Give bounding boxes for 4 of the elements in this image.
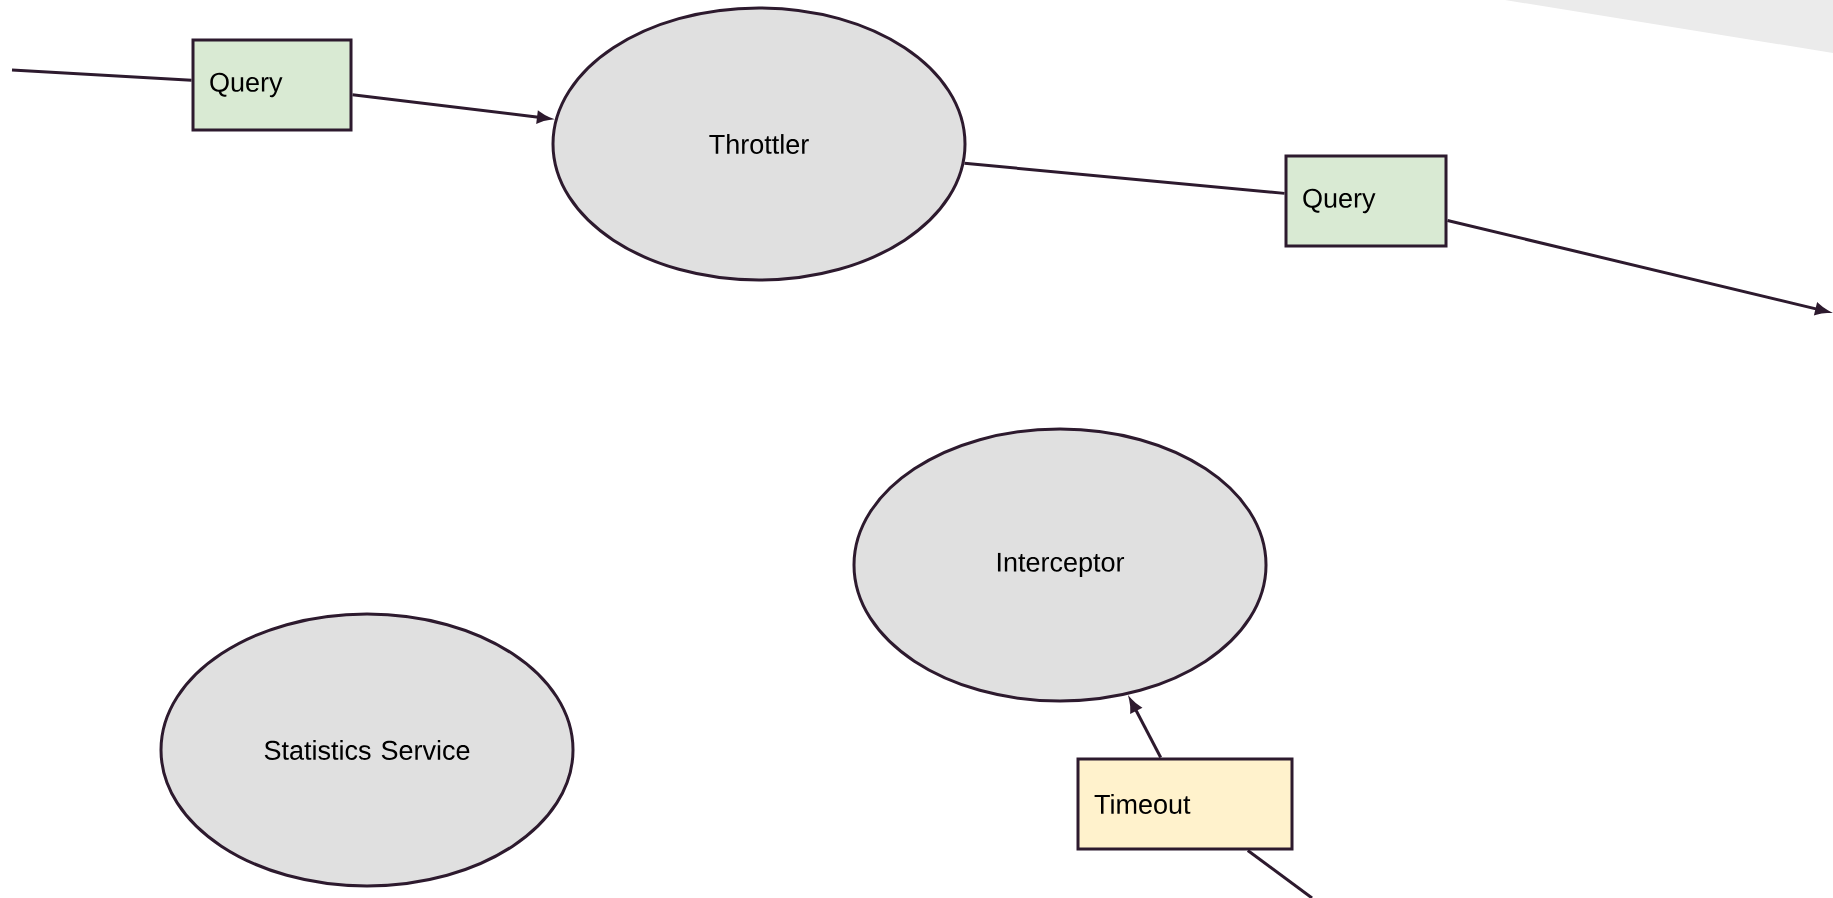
arrow bbox=[1129, 698, 1163, 759]
message-box: Query bbox=[1284, 154, 1448, 248]
message-box: Query bbox=[191, 38, 353, 132]
message-box: Timeout bbox=[1076, 757, 1294, 851]
